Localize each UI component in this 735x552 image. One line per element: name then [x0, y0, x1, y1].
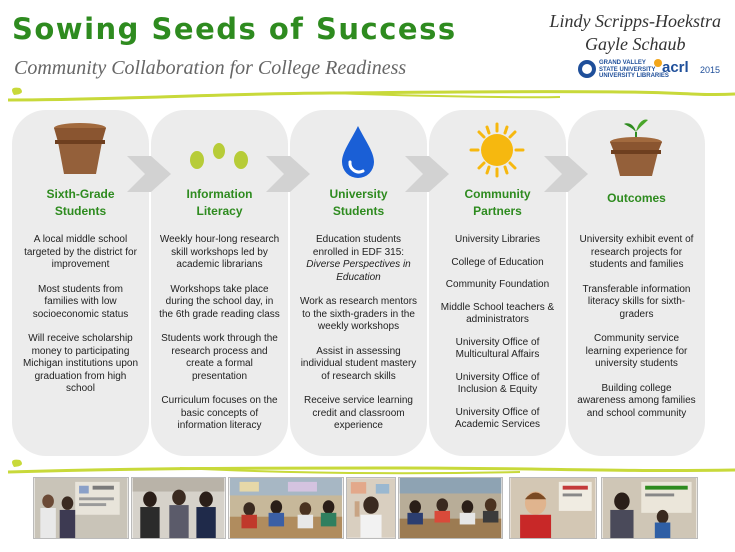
- column-title: Outcomes: [607, 191, 666, 205]
- poster-subtitle: Community Collaboration for College Read…: [14, 57, 407, 79]
- vine-divider-top: [7, 87, 735, 102]
- sponsor-logos: GRAND VALLEY STATE UNIVERSITY UNIVERSITY…: [578, 58, 726, 82]
- column-sixth-grade-students: Sixth-Grade Students A local middle scho…: [12, 110, 149, 456]
- column-point: Education students enrolled in EDF 315: …: [306, 234, 411, 283]
- column-body: Weekly hour-long research skill workshop…: [159, 234, 280, 445]
- column-community-partners: Community Partners University Libraries …: [429, 110, 566, 456]
- authors: Lindy Scripps-Hoekstra Gayle Schaub: [550, 10, 721, 56]
- column-point: Work as research mentors to the sixth-gr…: [299, 296, 418, 332]
- column-body: Education students enrolled in EDF 315: …: [298, 234, 419, 445]
- author-name: Lindy Scripps-Hoekstra: [549, 11, 721, 31]
- column-body: University exhibit event of research pro…: [576, 234, 697, 432]
- column-point: College of Education: [451, 256, 544, 268]
- column-university-students: University Students Education students e…: [290, 110, 427, 456]
- column-point: Workshops take place during the school d…: [159, 283, 280, 320]
- column-title: Information Literacy: [186, 187, 253, 218]
- column-title: University Students: [329, 187, 388, 218]
- column-point: University Office of Inclusion & Equity: [455, 371, 540, 396]
- column-outcomes: Outcomes University exhibit event of res…: [568, 110, 705, 456]
- sun-icon: [469, 122, 525, 178]
- column-point: University exhibit event of research pro…: [579, 234, 694, 270]
- flow-arrow-icon: [544, 156, 588, 192]
- column-body: University Libraries College of Educatio…: [437, 234, 558, 442]
- column-point: Middle School teachers & administrators: [440, 301, 555, 326]
- photo-student-with-poster: [509, 477, 597, 539]
- column-title: Community Partners: [464, 187, 531, 218]
- column-body: A local middle school targeted by the di…: [20, 234, 141, 408]
- column-point: Will receive scholarship money to partic…: [22, 333, 139, 394]
- sprout-pot-icon: [610, 119, 662, 176]
- column-point: Weekly hour-long research skill workshop…: [159, 234, 280, 270]
- column-point: Transferable information literacy skills…: [582, 283, 691, 320]
- water-drop-icon: [342, 126, 374, 178]
- photo-mentor-and-student: [601, 477, 698, 539]
- gvsu-libraries-logo: GRAND VALLEY STATE UNIVERSITY UNIVERSITY…: [578, 60, 669, 80]
- flow-arrow-icon: [405, 156, 449, 192]
- photo-student-waving: [346, 477, 396, 539]
- poster-title: Sowing Seeds of Success: [12, 12, 457, 46]
- column-title: Sixth-Grade Students: [46, 187, 115, 218]
- seeds-icon: [190, 143, 248, 169]
- column-point: Receive service learning credit and clas…: [304, 395, 413, 431]
- photo-students-presenting: [131, 477, 226, 539]
- column-point: Most students from families with low soc…: [32, 283, 129, 320]
- photo-classroom-tables: [398, 477, 503, 539]
- photo-students-at-poster: [33, 477, 129, 539]
- column-point: Community Foundation: [445, 279, 550, 290]
- column-point: Community service learning experience fo…: [585, 333, 688, 369]
- column-point: Students work through the research proce…: [161, 333, 278, 382]
- column-information-literacy: Information Literacy Weekly hour-long re…: [151, 110, 288, 456]
- photo-classroom-workshop: [228, 477, 344, 539]
- column-point: University Office of Multicultural Affai…: [455, 336, 540, 361]
- column-point: University Libraries: [454, 234, 541, 245]
- flow-arrow-icon: [127, 156, 171, 192]
- column-point: A local middle school targeted by the di…: [24, 234, 137, 270]
- flower-pot-icon: [54, 123, 106, 174]
- column-point: Building college awareness among familie…: [577, 382, 696, 419]
- acrl-logo: acrl 2015: [654, 58, 726, 82]
- column-point: Curriculum focuses on the basic concepts…: [161, 395, 278, 431]
- vine-divider-bottom: [7, 459, 735, 475]
- gvsu-seal-icon: [578, 60, 596, 78]
- flow-arrow-icon: [266, 156, 310, 192]
- column-point: Assist in assessing individual student m…: [300, 345, 417, 382]
- acrl-dot-icon: [654, 59, 662, 67]
- author-name: Gayle Schaub: [585, 34, 686, 54]
- column-point: University Office of Academic Services: [454, 406, 541, 431]
